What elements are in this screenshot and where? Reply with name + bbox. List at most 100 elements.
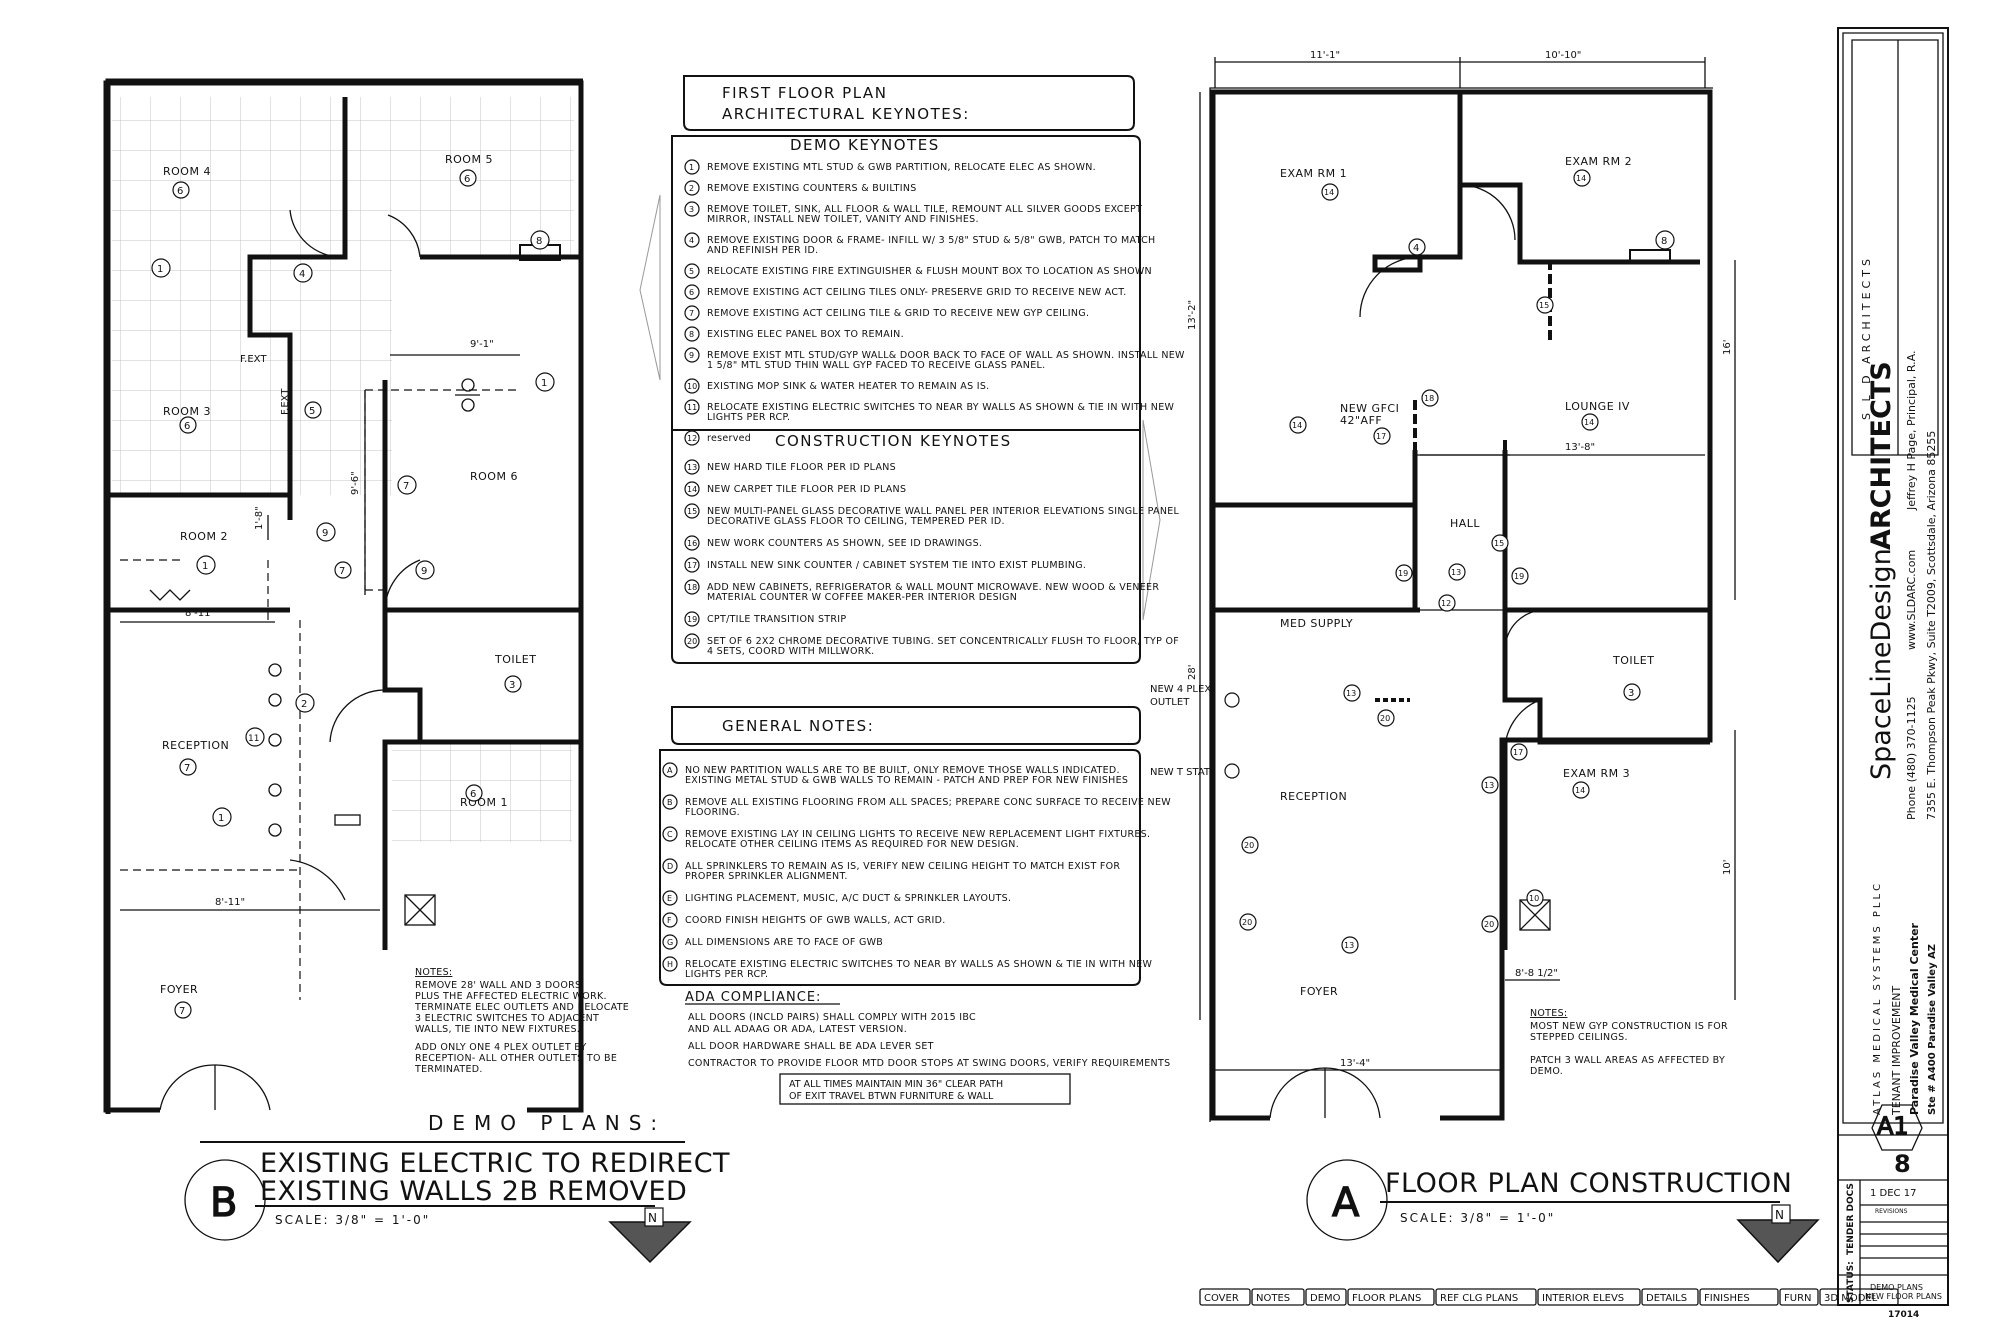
ada-title: ADA COMPLIANCE: — [685, 990, 821, 1005]
demo-keynote-tag — [684, 326, 700, 342]
fext-label-vertical: F.EXT — [280, 388, 291, 415]
dim-label: 8'-11" — [215, 897, 245, 908]
svg-text:4: 4 — [299, 269, 305, 280]
general-note-tag — [662, 912, 678, 928]
general-notes-title: GENERAL NOTES: — [722, 717, 874, 735]
construction-keynote-number: 15 — [687, 507, 697, 516]
general-note-tag — [662, 956, 678, 972]
svg-text:14: 14 — [1292, 421, 1302, 430]
north-label: N — [648, 1211, 657, 1225]
sheet-tab[interactable] — [1641, 1288, 1699, 1306]
keynotes-header-line1: FIRST FLOOR PLAN — [722, 84, 887, 102]
fext-label: F.EXT — [240, 354, 267, 365]
general-note-text: LIGHTING PLACEMENT, MUSIC, A/C DUCT & SP… — [685, 893, 1011, 904]
sheet-tab[interactable] — [1699, 1288, 1779, 1306]
construction-keynote-text: ADD NEW CABINETS, REFRIGERATOR & WALL MO… — [707, 582, 1159, 593]
demo-keynote-tag — [684, 378, 700, 394]
demo-keynote-number: 10 — [687, 382, 697, 391]
demo-keynote-text: MIRROR, INSTALL NEW TOILET, VANITY AND F… — [707, 214, 979, 225]
construction-keynote-text: INSTALL NEW SINK COUNTER / CABINET SYSTE… — [707, 560, 1086, 571]
demo-keynote-number: 7 — [689, 309, 694, 318]
svg-text:1: 1 — [157, 264, 163, 275]
demo-keynote-text: AND REFINISH PER ID. — [707, 245, 818, 256]
svg-text:15: 15 — [1539, 301, 1549, 310]
construction-keynote-number: 20 — [687, 637, 697, 646]
construction-keynote-text: CPT/TILE TRANSITION STRIP — [707, 614, 846, 625]
construction-plan-letter: A — [1332, 1180, 1360, 1226]
ada-line: ALL DOORS (INCLD PAIRS) SHALL COMPLY WIT… — [688, 1012, 976, 1023]
svg-text:19: 19 — [1514, 572, 1524, 581]
sheet-tab[interactable] — [1199, 1288, 1251, 1306]
demo-keynote-tags: 6 6 1 4 8 6 5 1 7 — [151, 169, 555, 495]
dim-label: 10'-10" — [1545, 50, 1581, 61]
ada-box-line2: OF EXIT TRAVEL BTWN FURNITURE & WALL — [789, 1091, 994, 1102]
title-block: SpaceLineDesign ARCHITECTS S L D ARCHITE… — [1837, 27, 1949, 1320]
svg-text:13: 13 — [1484, 781, 1494, 790]
sheet-description-2: NEW FLOOR PLANS — [1865, 1292, 1942, 1301]
construction-plan-title: A FLOOR PLAN CONSTRUCTION SCALE: 3/8" = … — [1306, 1159, 1820, 1264]
const-note-line: PATCH 3 WALL AREAS AS AFFECTED BY — [1530, 1055, 1725, 1066]
demo-keynote-tags-6: 3 2 11 7 1 6 7 — [174, 675, 522, 1019]
general-note-text: RELOCATE OTHER CEILING ITEMS AS REQUIRED… — [685, 839, 1019, 850]
sheet-tab[interactable] — [1779, 1288, 1819, 1306]
general-note-text: ALL SPRINKLERS TO REMAIN AS IS, VERIFY N… — [685, 861, 1120, 872]
project-suite: Ste # A400 Paradise Valley AZ — [1927, 944, 1938, 1115]
demo-plan-scale: SCALE: 3/8" = 1'-0" — [275, 1213, 430, 1227]
firm-address: 7355 E. Thompson Peak Pkwy, Suite T2009,… — [1925, 431, 1938, 820]
demo-plan-letter: B — [210, 1180, 237, 1226]
sheet-tab-label: 3D MODEL — [1824, 1293, 1878, 1304]
room-label-exam3: EXAM RM 3 — [1563, 767, 1630, 780]
svg-text:7: 7 — [179, 1006, 185, 1017]
dim-label: 13'-8" — [1565, 442, 1595, 453]
sheet-tab-label: INTERIOR ELEVS — [1542, 1293, 1624, 1304]
firm-initials: S L D ARCHITECTS — [1860, 255, 1873, 420]
svg-text:15: 15 — [1494, 539, 1504, 548]
svg-text:6: 6 — [470, 789, 476, 800]
dim-label: 9'-6" — [350, 471, 361, 495]
room-label-med-supply: MED SUPPLY — [1280, 617, 1353, 630]
demo-keynote-number: 9 — [689, 351, 694, 360]
construction-keynote-tags: 14 14 4 8 15 18 14 17 14 19 13 15 19 12 … — [1224, 169, 1675, 954]
demo-keynote-text: REMOVE EXISTING DOOR & FRAME- INFILL W/ … — [707, 235, 1156, 246]
dim-label: 8'-8 1/2" — [1515, 968, 1558, 979]
demo-keynote-number: 4 — [689, 236, 694, 245]
demo-keynote-text: REMOVE TOILET, SINK, ALL FLOOR & WALL TI… — [707, 204, 1142, 215]
svg-text:14: 14 — [1324, 188, 1334, 197]
demo-notes-title: NOTES: — [415, 967, 452, 978]
sheet-tab[interactable] — [1347, 1288, 1435, 1306]
ada-box-line1: AT ALL TIMES MAINTAIN MIN 36" CLEAR PATH — [789, 1079, 1003, 1090]
general-note-tag — [662, 934, 678, 950]
sheet-tab[interactable] — [1305, 1288, 1347, 1306]
room-label-foyer: FOYER — [1300, 985, 1338, 998]
sheet-tab[interactable] — [1537, 1288, 1641, 1306]
room-label-gfci-height: 42"AFF — [1340, 414, 1382, 427]
svg-text:14: 14 — [1584, 418, 1594, 427]
general-note-text: RELOCATE EXISTING ELECTRIC SWITCHES TO N… — [685, 959, 1153, 970]
general-note-number: G — [667, 938, 673, 947]
demo-keynote-tag — [684, 232, 700, 248]
sheet-number: A1 — [1877, 1112, 1909, 1140]
sheet-tab[interactable] — [1435, 1288, 1537, 1306]
svg-text:6: 6 — [184, 421, 190, 432]
demo-keynote-text: REMOVE EXISTING ACT CEILING TILE & GRID … — [707, 308, 1089, 319]
general-note-text: NO NEW PARTITION WALLS ARE TO BE BUILT, … — [685, 765, 1120, 776]
sheet-tab-label: REF CLG PLANS — [1440, 1293, 1518, 1304]
demo-note-line: REMOVE 28' WALL AND 3 DOORS — [415, 980, 581, 991]
svg-text:20: 20 — [1242, 918, 1252, 927]
construction-keynote-tag — [684, 611, 700, 627]
ada-line: AND ALL ADAAG OR ADA, LATEST VERSION. — [688, 1024, 907, 1035]
demo-note-line: RECEPTION- ALL OTHER OUTLETS TO BE — [415, 1053, 617, 1064]
dim-label: 11'-1" — [1310, 50, 1340, 61]
const-note-line: STEPPED CEILINGS. — [1530, 1032, 1628, 1043]
svg-text:17: 17 — [1513, 748, 1523, 757]
const-note-line: MOST NEW GYP CONSTRUCTION IS FOR — [1530, 1021, 1728, 1032]
construction-plan-notes: NOTES: MOST NEW GYP CONSTRUCTION IS FOR … — [1530, 1008, 1728, 1077]
demo-keynote-tag — [684, 347, 700, 363]
room-label-reception: RECEPTION — [1280, 790, 1347, 803]
dim-label: 8'-11" — [185, 608, 215, 619]
sheet-tab[interactable] — [1251, 1288, 1305, 1306]
demo-keynote-tag — [684, 263, 700, 279]
svg-text:20: 20 — [1244, 841, 1254, 850]
